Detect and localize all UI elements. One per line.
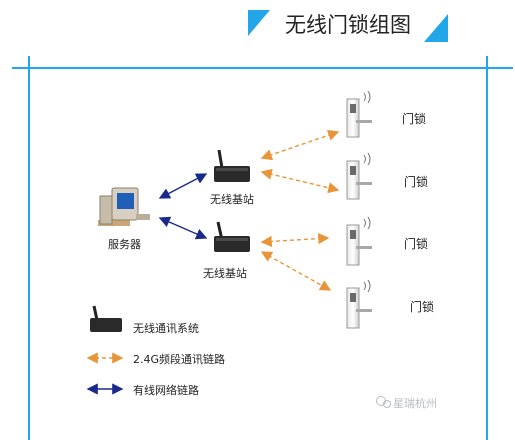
frame-left-line <box>28 56 30 440</box>
watermark-text: 星瑞杭州 <box>393 397 437 410</box>
frame-right-line <box>486 56 488 440</box>
base-station-label: 无线基站 <box>203 267 247 280</box>
wired-link-line <box>158 216 208 240</box>
server-label: 服务器 <box>108 238 141 251</box>
page-title: 无线门锁组图 <box>285 13 411 37</box>
door-lock-icon <box>346 152 372 200</box>
base-station-icon <box>214 149 250 182</box>
base-station-icon <box>214 221 250 252</box>
banner-right-accent <box>424 14 448 42</box>
legend-base-station-icon <box>90 305 122 332</box>
legend-wired-link-label: 有线网络链路 <box>133 384 199 397</box>
door-lock-label: 门锁 <box>410 300 435 314</box>
frame-top-line <box>12 67 513 69</box>
banner-left-accent <box>248 10 270 36</box>
wireless-link-line <box>260 168 340 194</box>
wired-link-line <box>158 173 208 199</box>
door-lock-label: 门锁 <box>404 237 429 251</box>
wireless-link-line <box>260 251 332 291</box>
wireless-link-line <box>260 233 330 247</box>
legend-system-label: 无线通讯系统 <box>133 322 199 335</box>
door-lock-icon <box>346 90 372 138</box>
door-lock-label: 门锁 <box>404 175 429 189</box>
title-banner: 无线门锁组图 <box>248 8 448 42</box>
server-icon <box>98 187 150 226</box>
watermark-icon <box>376 396 391 408</box>
wireless-link-line <box>260 129 340 161</box>
door-lock-label: 门锁 <box>402 112 427 126</box>
legend-wireless-link-label: 2.4G频段通讯链路 <box>133 353 226 366</box>
door-lock-icon <box>346 216 372 266</box>
door-lock-icon <box>346 279 372 329</box>
base-station-label: 无线基站 <box>210 193 254 206</box>
